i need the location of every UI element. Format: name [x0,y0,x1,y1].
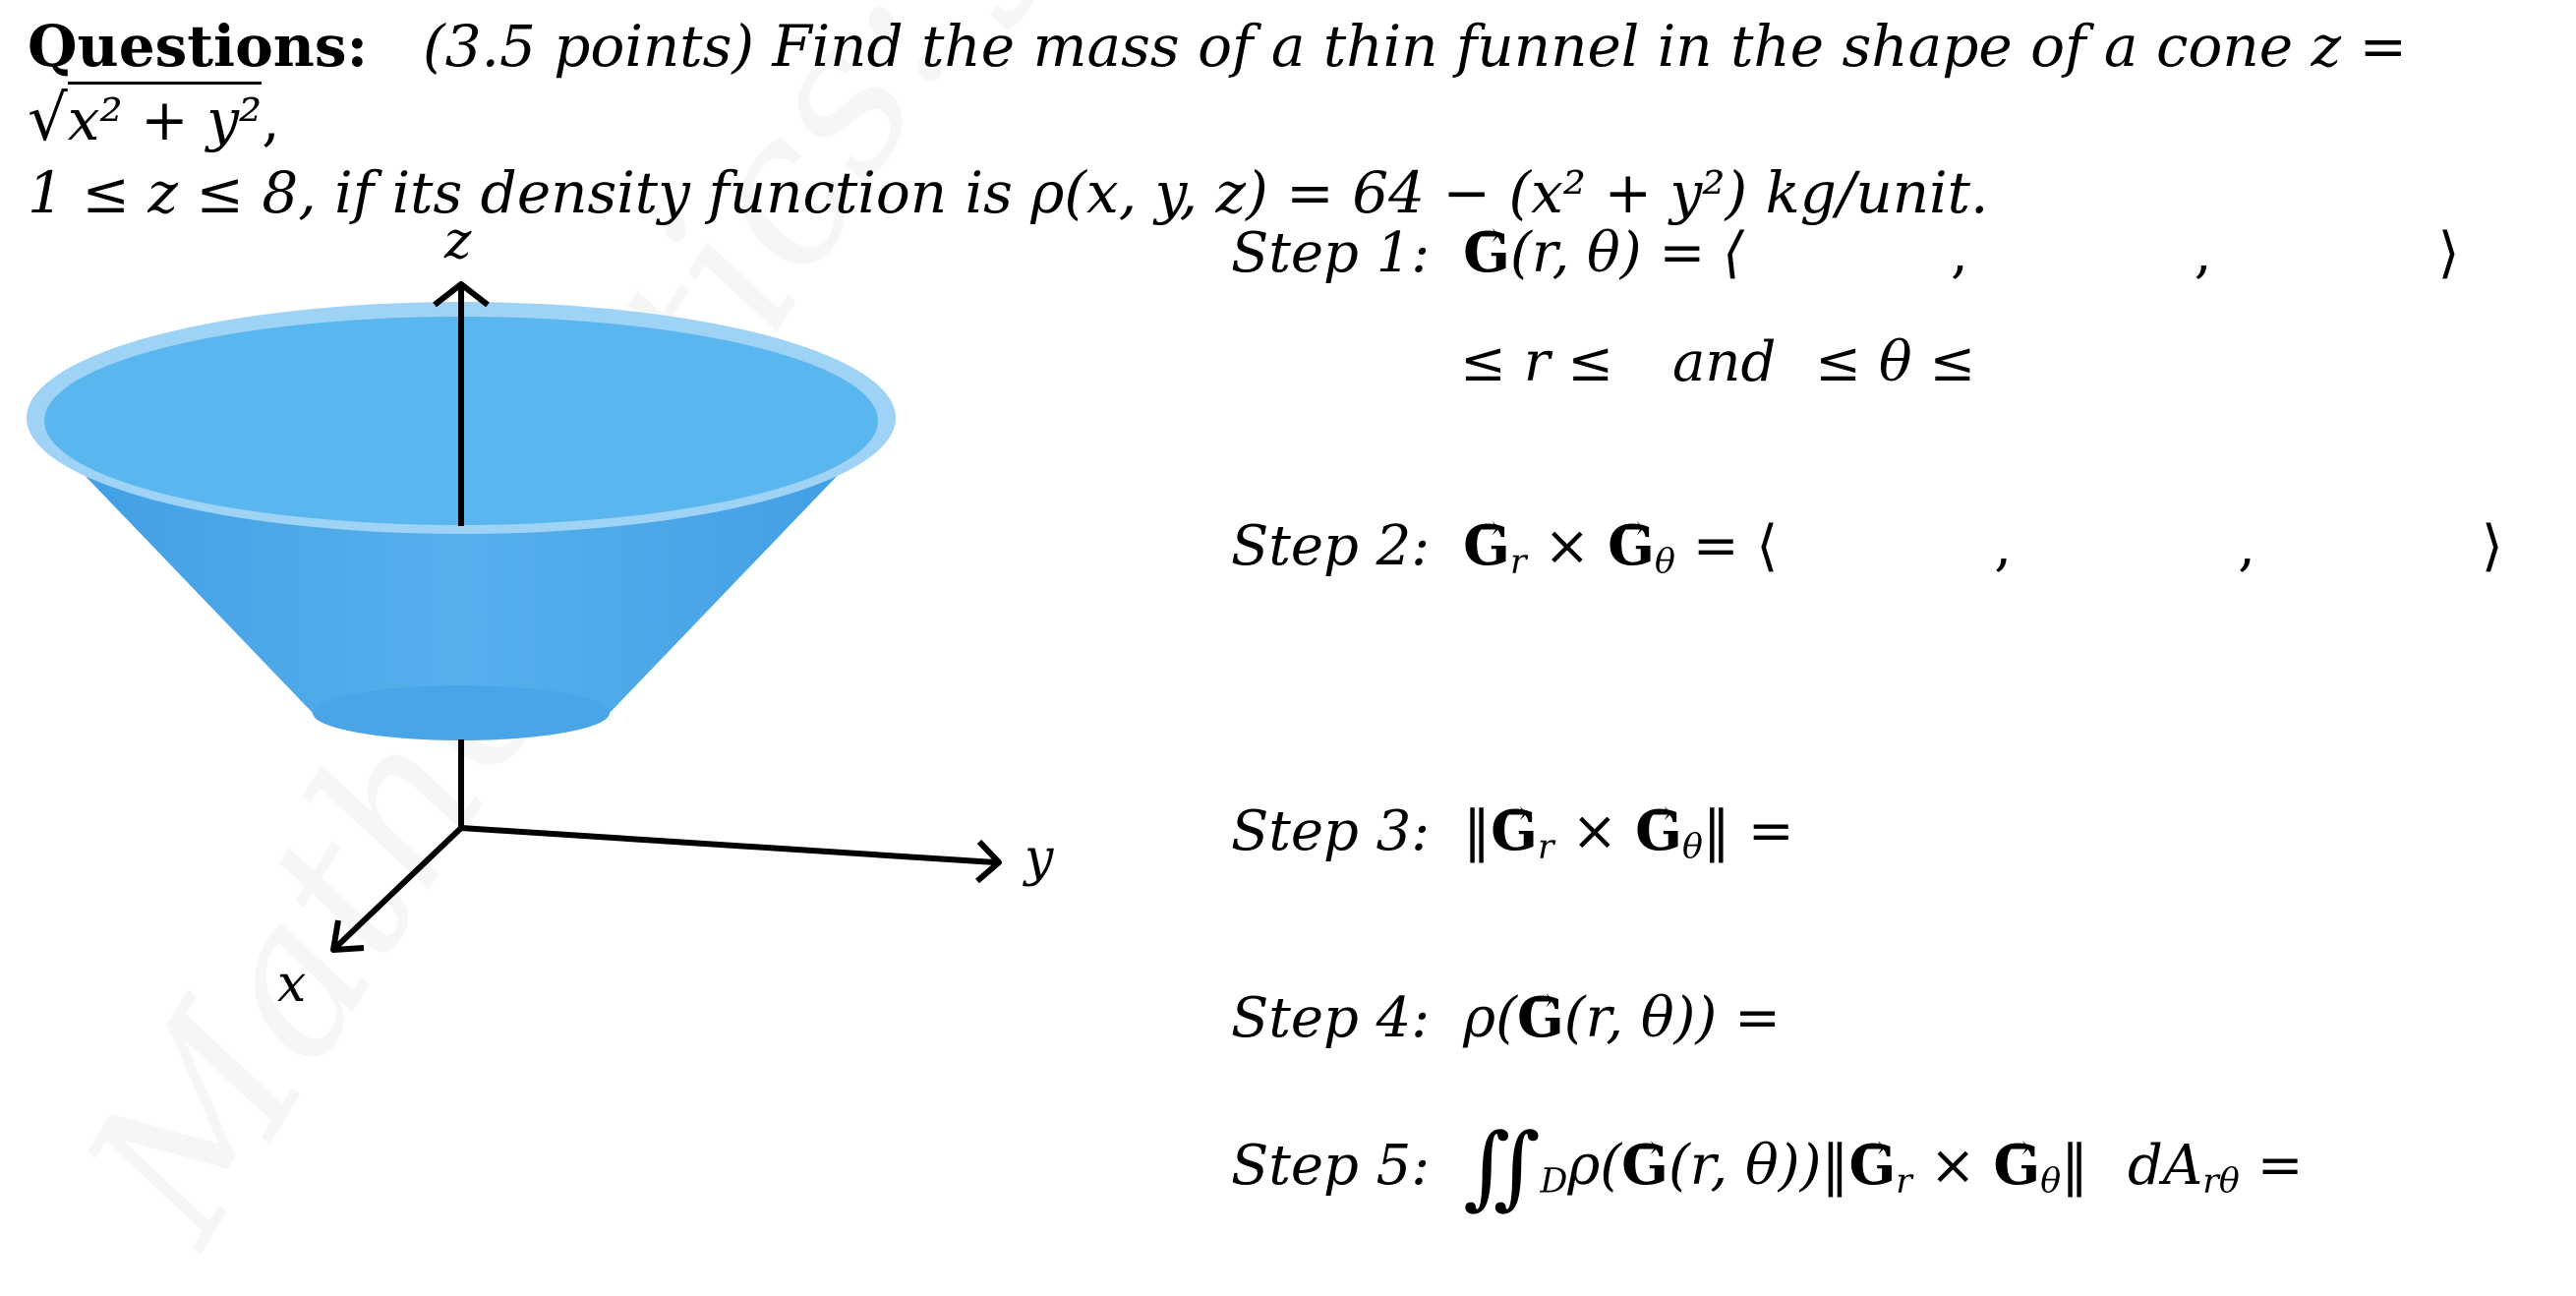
vector-G-theta: G [1993,1131,2040,1200]
step-2-label: Step 2: [1231,514,1431,578]
x-arrowhead-icon [330,919,365,953]
step-4-args: (r, θ)) [1563,986,1718,1050]
vector-G-r: G [1491,796,1538,865]
double-integral-icon: ∬ [1463,1114,1541,1219]
vector-G-r: G [1848,1131,1896,1200]
sub-r: r [1509,542,1527,582]
sub-r: r [1537,827,1554,867]
step-5-label: Step 5: [1231,1134,1431,1198]
sub-r: r [1896,1161,1912,1202]
norm-close: ‖ [1702,799,1730,863]
question-line1: (3.5 points) Find the mass of a thin fun… [423,13,2408,80]
sub-theta: θ [2040,1161,2062,1202]
sub-theta: θ [1654,542,1675,582]
question-line2: 1 ≤ z ≤ 8, if its density function is ρ(… [28,159,1989,226]
step-2-comma-1: , [1994,514,2013,578]
square-root: √x² + y² [28,82,263,156]
funnel-figure: z y x [27,211,1054,1014]
step-5-args: (r, θ)) [1668,1134,1822,1198]
step-2-comma-2: , [2238,514,2255,578]
step-4: Step 4: ρ(G(r, θ)) = [1231,983,1781,1053]
step-1-args: (r, θ) = ⟨ [1509,221,1744,285]
y-axis [460,825,996,865]
rho-open: ρ( [1463,986,1517,1050]
step-5: Step 5:∬Dρ(G(r, θ))‖Gr × Gθ‖ dArθ = [1231,1122,2304,1212]
step-2-eq: = ⟨ [1692,514,1779,578]
step-2: Step 2: Gr × Gθ = ⟨,, ⟩ [1231,511,2503,581]
step-1-label: Step 1: [1231,221,1431,285]
step-4-label: Step 4: [1231,986,1431,1050]
equals-sign: = [2256,1134,2304,1198]
and-word: and [1672,330,1777,394]
step-1-comma-2: , [2194,221,2212,285]
x-axis [333,825,464,950]
vector-G: G [1463,218,1510,287]
y-arrowhead-icon [975,839,1002,884]
norm-open: ‖ [1463,799,1492,863]
vector-G-theta: G [1608,511,1655,580]
z-axis-label: z [443,211,472,270]
step-1-close: ⟩ [2437,221,2460,285]
sub-theta: θ [1681,827,1703,867]
y-axis-label: y [1023,829,1054,888]
equals-sign: = [1734,986,1781,1050]
theta-bounds: ≤ θ ≤ [1815,330,1976,394]
vector-G: G [1621,1131,1669,1200]
vector-G-theta: G [1635,796,1682,865]
question-text: Questions: (3.5 points) Find the mass of … [28,10,2564,229]
r-bounds: ≤ r ≤ [1460,330,1614,394]
step-3: Step 3:‖Gr × Gθ‖ = [1231,796,1794,866]
vector-G-r: G [1463,511,1510,580]
step-1-comma-1: , [1950,221,1968,285]
rho-open: ρ( [1567,1134,1622,1198]
vector-G: G [1517,983,1564,1052]
times-sign: × [1571,799,1618,863]
step-2-close: ⟩ [2481,514,2503,578]
root-content: x² + y² [67,82,263,153]
z-arrowhead-icon [433,281,490,308]
equals-sign: = [1747,799,1794,863]
x-axis-label: x [277,955,306,1014]
times-sign: × [1929,1134,1976,1198]
radical-sign-icon: √ [28,83,68,155]
norm-close: ‖ [2061,1134,2089,1198]
dA-subscript: rθ [2202,1161,2240,1202]
question-label: Questions: [28,13,368,80]
question-comma: , [262,87,280,153]
dA: dA [2127,1134,2203,1198]
step-1-bounds: ≤ r ≤ and ≤ θ ≤ [1460,328,1975,397]
domain-D: D [1540,1161,1568,1202]
times-sign: × [1544,514,1591,578]
step-1: Step 1: G(r, θ) = ⟨,, ⟩ [1231,218,2459,288]
step-3-label: Step 3: [1231,799,1431,863]
funnel-bottom [313,685,610,740]
norm-open: ‖ [1821,1134,1849,1198]
